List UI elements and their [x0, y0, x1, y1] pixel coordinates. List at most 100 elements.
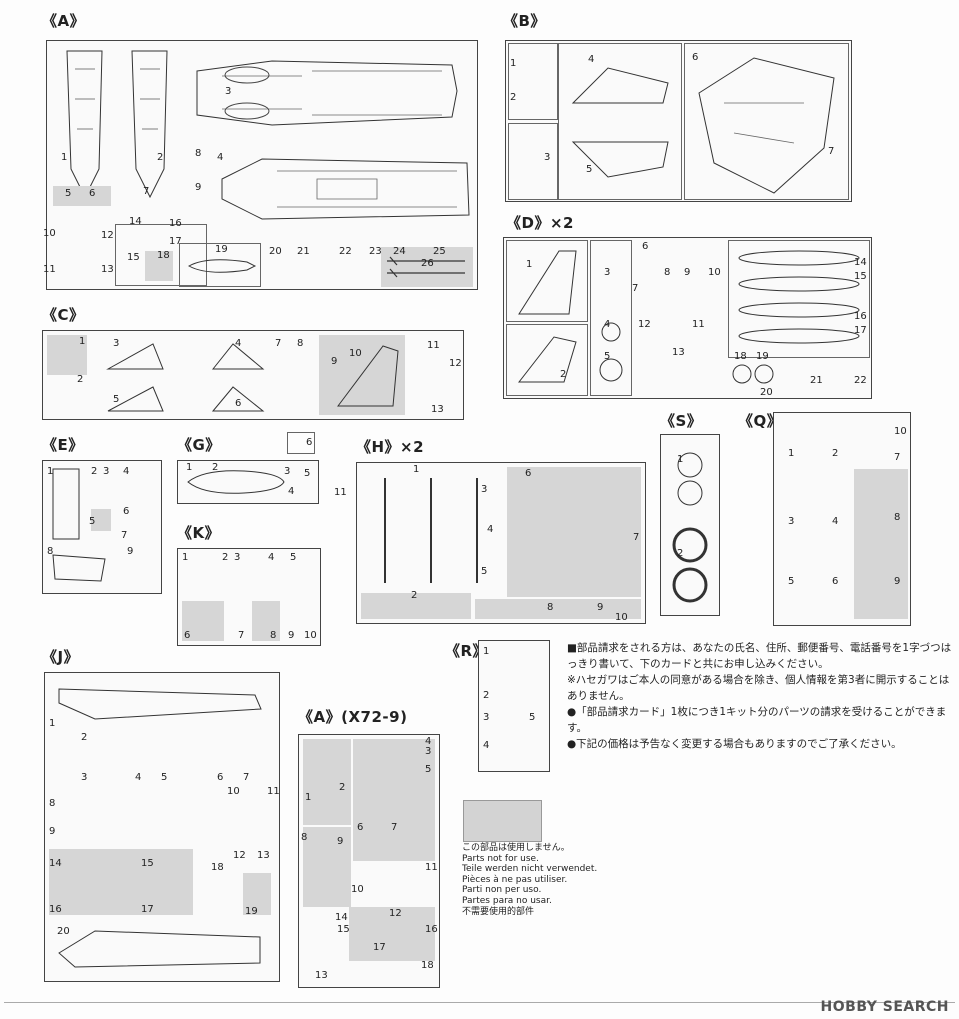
part-number: 5 — [788, 576, 795, 587]
part-number: 4 — [588, 54, 595, 65]
group-j-title: 《J》 — [42, 648, 80, 666]
part-number: 14 — [335, 912, 348, 923]
part-number: 5 — [529, 712, 536, 723]
part-number: 2 — [510, 92, 517, 103]
part-number: 4 — [288, 486, 295, 497]
group-h-sprue: 1 2 3 4 5 6 7 8 9 10 — [356, 462, 646, 624]
note-line: ●下記の価格は予告なく変更する場合もありますのでご了承ください。 — [567, 738, 902, 750]
group-a-title: 《A》 — [42, 12, 86, 30]
part-number: 3 — [225, 86, 232, 97]
legend-line: Teile werden nicht verwendet. — [462, 864, 598, 875]
part-number: 15 — [141, 858, 154, 869]
part-a14-box — [115, 224, 207, 286]
part-j20-fuselage-bottom — [58, 930, 261, 968]
unused-part-area — [353, 799, 435, 861]
part-a1-fuselage-half — [66, 50, 103, 199]
page-bottom-rule — [4, 1002, 955, 1003]
note-line: ●「部品請求カード」1枚につき1キット分のパーツの請求を受けることができます。 — [567, 706, 947, 734]
part-number: 6 — [235, 398, 242, 409]
part-number: 5 — [304, 468, 311, 479]
part-number: 4 — [832, 516, 839, 527]
part-number: 15 — [127, 252, 140, 263]
part-number: 6 — [832, 576, 839, 587]
part-number: 18 — [421, 960, 434, 971]
part-b1-2-box — [508, 43, 558, 120]
part-number: 7 — [143, 186, 150, 197]
part-a4-fuselage — [221, 158, 470, 220]
part-h1-missiles — [384, 478, 478, 583]
part-number: 4 — [483, 740, 490, 751]
legend-line: Parts not for use. — [462, 853, 539, 864]
part-d18-19-wheels — [732, 364, 774, 384]
part-number: 5 — [481, 566, 488, 577]
part-number: 8 — [47, 546, 54, 557]
part-d14-17-fuel-tanks — [738, 250, 860, 344]
part-number: 2 — [832, 448, 839, 459]
part-number: 1 — [677, 454, 684, 465]
part-number: 2 — [677, 548, 684, 559]
part-g1-2-canopy — [187, 470, 285, 494]
unused-part-area — [507, 467, 641, 597]
part-a3-fuselage — [196, 60, 458, 126]
part-number: 3 — [481, 484, 488, 495]
part-number: 2 — [91, 466, 98, 477]
group-j-sprue: 1 2 3 4 5 6 7 8 9 10 11 12 13 14 15 16 1… — [44, 672, 280, 982]
part-number: 10 — [894, 426, 907, 437]
part-a19-drop-tank — [187, 259, 257, 273]
group-c-title: 《C》 — [42, 306, 85, 324]
part-number: 5 — [425, 764, 432, 775]
part-number: 12 — [389, 908, 402, 919]
part-number: 6 — [357, 822, 364, 833]
part-number: 20 — [57, 926, 70, 937]
part-number: 7 — [238, 630, 245, 641]
part-number: 24 — [393, 246, 406, 257]
part-number: 2 — [339, 782, 346, 793]
part-number: 9 — [288, 630, 295, 641]
part-number: 17 — [373, 942, 386, 953]
unused-part-area — [361, 593, 471, 619]
part-number: 6 — [306, 437, 313, 448]
part-number: 11 — [427, 340, 440, 351]
group-c-sprue: 1 2 3 4 5 6 7 8 9 10 11 12 13 — [42, 330, 464, 420]
part-number: 9 — [684, 267, 691, 278]
part-b6-7-box — [684, 43, 849, 200]
group-s-title: 《S》 — [660, 412, 703, 430]
part-number: 6 — [89, 188, 96, 199]
part-number: 9 — [337, 836, 344, 847]
unused-part-area — [91, 509, 111, 531]
group-k-title: 《K》 — [177, 524, 221, 542]
part-number: 1 — [186, 462, 193, 473]
part-b5-stabilizer — [571, 141, 669, 178]
group-g-sprue: 1 2 3 4 5 — [177, 460, 319, 504]
part-number: 7 — [391, 822, 398, 833]
part-number: 1 — [49, 718, 56, 729]
group-h-title: 《H》×2 — [356, 438, 425, 456]
group-r-title: 《R》 — [445, 642, 489, 660]
legend-line: Parti non per uso. — [462, 885, 542, 896]
part-number: 13 — [431, 404, 444, 415]
part-number: 20 — [760, 387, 773, 398]
legend-line: 不需要使用的部件 — [462, 906, 535, 917]
part-number: 13 — [101, 264, 114, 275]
part-number: 22 — [854, 375, 867, 386]
unused-part-area — [145, 251, 173, 281]
part-number: 13 — [257, 850, 270, 861]
part-g6-box — [287, 432, 315, 454]
group-d-title: 《D》×2 — [506, 214, 574, 232]
unused-parts-swatch — [463, 800, 542, 842]
unused-part-area — [252, 601, 280, 641]
unused-part-area — [49, 849, 193, 915]
part-number: 2 — [212, 462, 219, 473]
part-b4-stabilizer — [571, 67, 669, 104]
part-number: 11 — [334, 487, 347, 498]
part-number: 12 — [449, 358, 462, 369]
part-number: 10 — [349, 348, 362, 359]
part-number: 3 — [234, 552, 241, 563]
part-number: 3 — [81, 772, 88, 783]
unused-part-area — [353, 739, 435, 799]
part-number: 3 — [113, 338, 120, 349]
part-number: 9 — [597, 602, 604, 613]
part-number: 18 — [157, 250, 170, 261]
group-q-sprue: 1 2 3 4 5 6 7 8 9 10 — [773, 412, 911, 626]
group-a2-sprue: 1 2 3 4 5 6 7 8 9 10 11 12 13 14 15 16 1… — [298, 734, 440, 988]
